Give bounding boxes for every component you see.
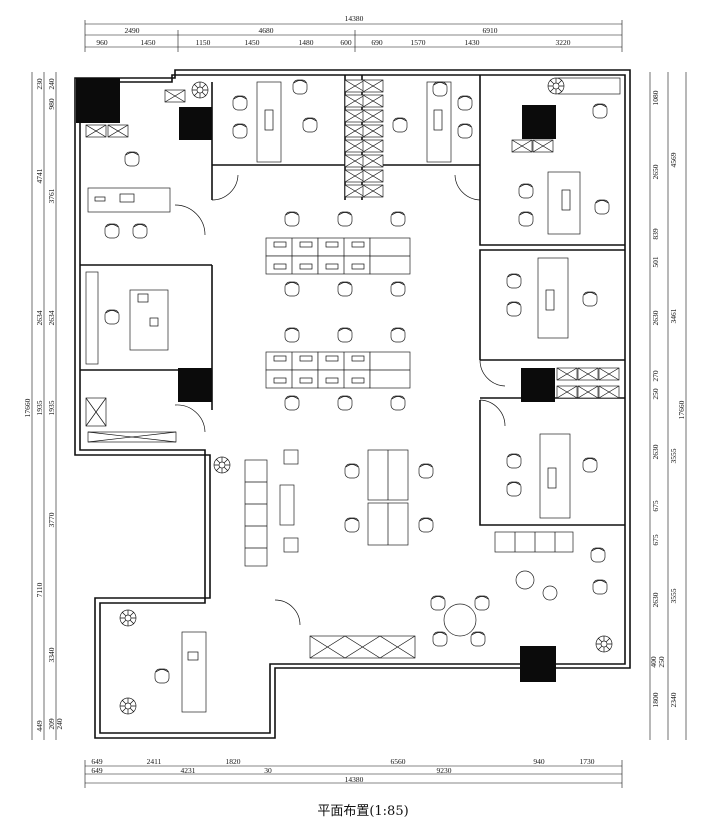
dim-right-4: 501 xyxy=(651,256,660,268)
dim-bottom-row1: 649 2411 1820 6560 940 1730 xyxy=(91,757,594,766)
dim-left-1: 240 xyxy=(47,78,56,90)
dim-left: 230 240 980 4741 3761 2634 2634 1935 193… xyxy=(23,78,64,732)
dim-right-12: 675 xyxy=(651,534,660,546)
right-dimension-lines xyxy=(649,72,687,740)
dim-top-row2-0: 960 xyxy=(96,38,108,47)
office-right-3 xyxy=(506,433,598,519)
dim-left-15: 17660 xyxy=(23,398,32,417)
dim-bottom-overall: 14380 xyxy=(345,775,364,784)
dim-bottom-row1-4: 940 xyxy=(533,757,545,766)
dim-left-10: 7110 xyxy=(35,582,44,597)
exterior-walls xyxy=(74,69,631,739)
dim-bottom-row2-2: 30 xyxy=(264,766,272,775)
dim-top-row2-5: 600 xyxy=(340,38,352,47)
dim-left-3: 4741 xyxy=(35,168,44,183)
dim-right-0: 1080 xyxy=(651,90,660,105)
dim-right-11: 675 xyxy=(651,500,660,512)
dim-top-row2-9: 3220 xyxy=(556,38,571,47)
dim-right-19: 17660 xyxy=(677,400,686,419)
dim-bottom-row2-3: 9230 xyxy=(437,766,452,775)
dim-right-14: 2630 xyxy=(651,592,660,607)
office-left-middle xyxy=(85,271,169,365)
dim-left-4: 3761 xyxy=(47,188,56,203)
dim-right-8: 250 xyxy=(651,388,660,400)
dim-top-row2-7: 1570 xyxy=(411,38,426,47)
dim-bottom-row2: 649 4231 30 9230 xyxy=(91,766,451,775)
dim-right-10: 2630 xyxy=(651,444,660,459)
dim-right-15: 400 xyxy=(649,656,658,668)
dim-top-row2-8: 1430 xyxy=(465,38,480,47)
dim-top-row1-0: 2490 xyxy=(125,26,140,35)
dim-bottom-row1-3: 6560 xyxy=(391,757,406,766)
left-dimension-lines xyxy=(31,72,57,740)
dim-right-7: 270 xyxy=(651,370,660,382)
dim-left-7: 1935 xyxy=(35,400,44,415)
dim-right-2: 2650 xyxy=(651,164,660,179)
dim-left-5: 2634 xyxy=(35,310,44,325)
dim-left-6: 2634 xyxy=(47,310,56,325)
workstation-pods xyxy=(265,211,434,546)
bottom-dimension-lines xyxy=(84,760,623,788)
dim-left-0: 230 xyxy=(35,78,44,90)
dim-right-13: 3555 xyxy=(669,588,678,603)
dim-left-12: 449 xyxy=(35,720,44,732)
dim-top-row2-6: 690 xyxy=(371,38,383,47)
dim-top-row1-1: 4680 xyxy=(259,26,274,35)
dim-bottom-row2-1: 4231 xyxy=(181,766,196,775)
storage-cabinets xyxy=(85,79,620,659)
office-top-right xyxy=(392,81,473,163)
office-right-2 xyxy=(506,257,598,339)
dim-top-row1: 2490 4680 6910 xyxy=(125,26,498,35)
dim-left-2: 980 xyxy=(47,98,56,110)
dim-right-1: 4569 xyxy=(669,152,678,167)
dim-left-14: 240 xyxy=(55,718,64,730)
dim-left-9: 3770 xyxy=(47,512,56,527)
dim-top-row2-3: 1450 xyxy=(245,38,260,47)
dim-left-13: 209 xyxy=(47,718,56,730)
dim-top-row2-2: 1150 xyxy=(196,38,211,47)
dim-bottom-row1-1: 2411 xyxy=(147,757,162,766)
dim-left-11: 3340 xyxy=(47,647,56,662)
reception-area xyxy=(244,449,608,647)
structural-columns xyxy=(76,78,556,682)
top-dimension-lines xyxy=(84,20,623,52)
dim-top-row2: 960 1450 1150 1450 1480 600 690 1570 143… xyxy=(96,38,570,47)
drawing-caption: 平面布置(1:85) xyxy=(317,804,409,819)
dim-top-row2-1: 1450 xyxy=(141,38,156,47)
dim-right-3: 839 xyxy=(651,228,660,240)
dim-top-row2-4: 1480 xyxy=(299,38,314,47)
dim-bottom-row1-2: 1820 xyxy=(226,757,241,766)
office-right-1 xyxy=(518,77,621,235)
office-top-left xyxy=(87,151,171,239)
dim-right-18: 2340 xyxy=(669,692,678,707)
dim-top-row1-2: 6910 xyxy=(483,26,498,35)
dim-right-5: 3461 xyxy=(669,308,678,323)
dim-right-6: 2630 xyxy=(651,310,660,325)
office-bottom-left xyxy=(154,631,207,713)
dim-right-9: 3555 xyxy=(669,448,678,463)
office-top-center xyxy=(230,74,318,163)
dim-bottom-row1-5: 1730 xyxy=(580,757,595,766)
dim-top-overall: 14380 xyxy=(345,14,364,23)
dim-bottom-row1-0: 649 xyxy=(91,757,103,766)
dim-bottom-row2-0: 649 xyxy=(91,766,103,775)
dim-right-16: 250 xyxy=(657,656,666,668)
dim-right: 1080 4569 2650 839 501 3461 2630 270 250… xyxy=(649,90,686,707)
dim-left-8: 1935 xyxy=(47,400,56,415)
interior-walls xyxy=(80,75,625,626)
dim-right-17: 1800 xyxy=(651,692,660,707)
